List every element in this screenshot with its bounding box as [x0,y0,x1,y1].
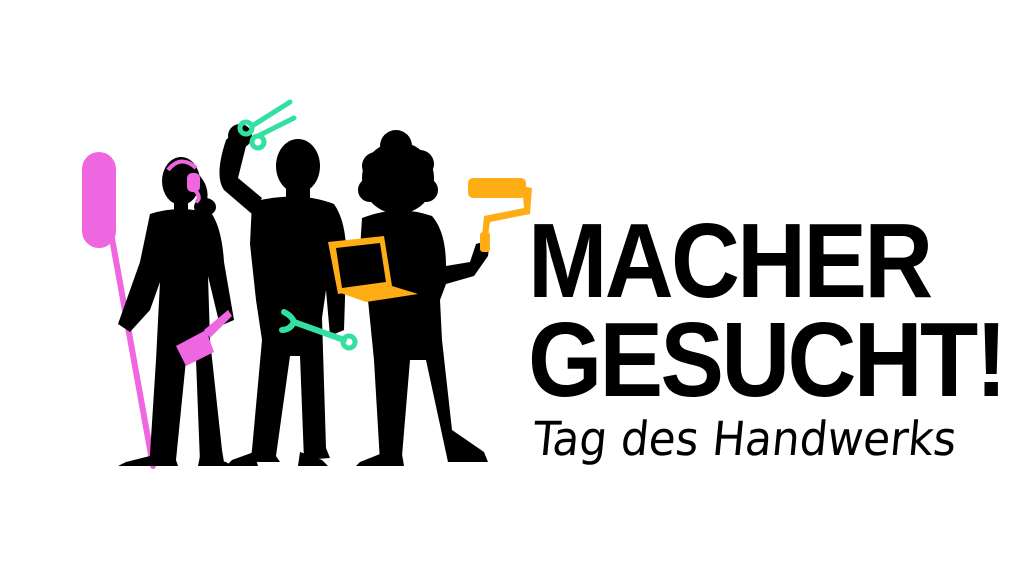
headline-line-1: MACHER [528,202,933,320]
tagline: Tag des Handwerks [530,412,960,467]
paint-roller-icon [468,178,532,252]
headline: MACHER GESUCHT! [528,202,1007,419]
figure-painter-it [328,130,532,466]
figure-sound-technician [82,152,234,469]
headset-icon [166,159,201,204]
headline-line-2: GESUCHT! [528,300,1007,419]
cleaver-icon [176,310,232,366]
microphone-boom-icon [82,152,156,469]
wrench-icon [279,309,358,351]
laptop-icon [328,236,418,302]
figure-hairdresser-mechanic [219,99,358,466]
scissors-icon [237,99,297,151]
